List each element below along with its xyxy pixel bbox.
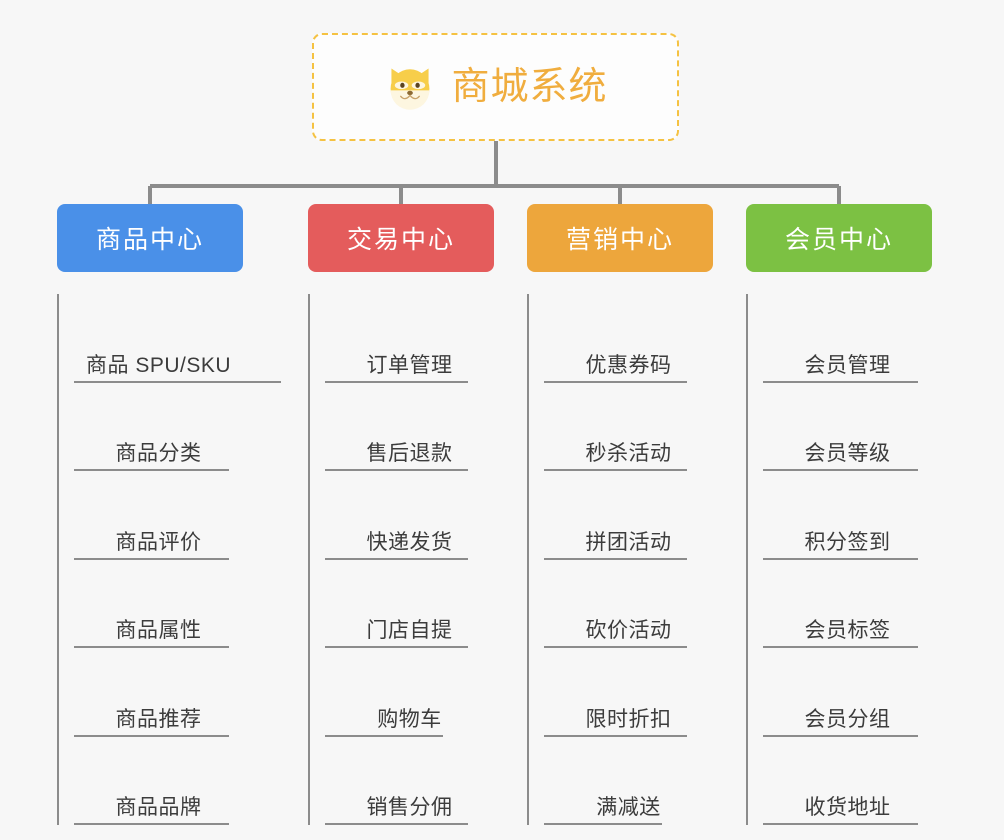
list-item[interactable]: 快递发货 (325, 471, 494, 560)
list-item[interactable]: 商品 SPU/SKU (74, 294, 281, 383)
list-item-label: 售后退款 (366, 442, 453, 465)
list-item[interactable]: 限时折扣 (544, 648, 713, 737)
list-item[interactable]: 满减送 (544, 737, 713, 826)
leaf-list-0: 商品 SPU/SKU 商品分类 商品评价 商品属性 商品推荐 商品品牌 (57, 294, 281, 826)
list-item[interactable]: 购物车 (325, 648, 494, 737)
list-item[interactable]: 销售分佣 (325, 737, 494, 826)
list-item[interactable]: 会员分组 (763, 648, 932, 737)
category-column-0: 商品中心 商品 SPU/SKU 商品分类 商品评价 商品属性 商品推荐 商品品牌 (57, 204, 281, 826)
category-column-1: 交易中心 订单管理 售后退款 快递发货 门店自提 购物车 销售分佣 (308, 204, 494, 825)
list-item-label: 商品评价 (115, 530, 202, 554)
category-column-3: 会员中心 会员管理 会员等级 积分签到 会员标签 会员分组 收货地址 (746, 204, 932, 825)
list-item-label: 商品分类 (115, 442, 202, 465)
list-item[interactable]: 商品品牌 (74, 737, 243, 826)
spine-line-1 (308, 294, 310, 825)
root-title: 商城系统 (451, 66, 608, 108)
list-item-label: 商品属性 (115, 619, 202, 642)
spine-line-2 (527, 294, 529, 825)
list-item-label: 限时折扣 (585, 707, 672, 731)
list-item-label: 拼团活动 (585, 530, 672, 554)
list-item-label: 会员标签 (804, 619, 891, 642)
list-item-label: 积分签到 (804, 530, 891, 554)
list-item[interactable]: 会员管理 (763, 294, 932, 383)
list-item-label: 会员管理 (804, 353, 891, 377)
list-item[interactable]: 订单管理 (325, 294, 494, 383)
list-item[interactable]: 商品分类 (74, 383, 243, 472)
list-item-label: 会员分组 (804, 707, 891, 731)
category-column-2: 营销中心 优惠券码 秒杀活动 拼团活动 砍价活动 限时折扣 满减送 (527, 204, 713, 825)
shiba-dog-face-icon (391, 68, 430, 110)
spine-line-3 (746, 294, 748, 825)
list-item-label: 商品 SPU/SKU (85, 353, 232, 377)
leaf-list-3: 会员管理 会员等级 积分签到 会员标签 会员分组 收货地址 (746, 294, 932, 825)
category-header-1[interactable]: 交易中心 (308, 204, 494, 272)
list-item[interactable]: 积分签到 (763, 471, 932, 560)
root-node[interactable]: 商城系统 (312, 33, 679, 141)
list-item-label: 砍价活动 (585, 619, 672, 642)
list-item[interactable]: 砍价活动 (544, 560, 713, 649)
leaf-list-1: 订单管理 售后退款 快递发货 门店自提 购物车 销售分佣 (308, 294, 494, 825)
list-item[interactable]: 门店自提 (325, 560, 494, 649)
category-header-2[interactable]: 营销中心 (527, 204, 713, 272)
list-item-label: 秒杀活动 (585, 442, 672, 465)
list-item-label: 购物车 (377, 707, 442, 731)
list-item[interactable]: 商品评价 (74, 471, 243, 560)
list-item[interactable]: 售后退款 (325, 383, 494, 472)
list-item-label: 收货地址 (804, 796, 891, 819)
list-item-label: 订单管理 (366, 353, 453, 377)
list-item-label: 快递发货 (366, 530, 453, 554)
list-item-label: 满减送 (596, 796, 661, 819)
list-item-label: 会员等级 (804, 442, 891, 465)
list-item[interactable]: 商品推荐 (74, 648, 243, 737)
list-item-label: 商品推荐 (115, 707, 202, 731)
spine-line-0 (57, 294, 59, 825)
list-item[interactable]: 会员等级 (763, 383, 932, 472)
leaf-list-2: 优惠券码 秒杀活动 拼团活动 砍价活动 限时折扣 满减送 (527, 294, 713, 825)
category-header-3[interactable]: 会员中心 (746, 204, 932, 272)
list-item[interactable]: 收货地址 (763, 737, 932, 826)
list-item[interactable]: 拼团活动 (544, 471, 713, 560)
list-item-label: 优惠券码 (585, 353, 672, 377)
list-item-label: 门店自提 (366, 619, 453, 642)
list-item-label: 销售分佣 (366, 796, 453, 819)
list-item-label: 商品品牌 (115, 796, 202, 819)
list-item[interactable]: 商品属性 (74, 560, 243, 649)
category-header-0[interactable]: 商品中心 (57, 204, 243, 272)
list-item[interactable]: 会员标签 (763, 560, 932, 649)
list-item[interactable]: 秒杀活动 (544, 383, 713, 472)
list-item[interactable]: 优惠券码 (544, 294, 713, 383)
